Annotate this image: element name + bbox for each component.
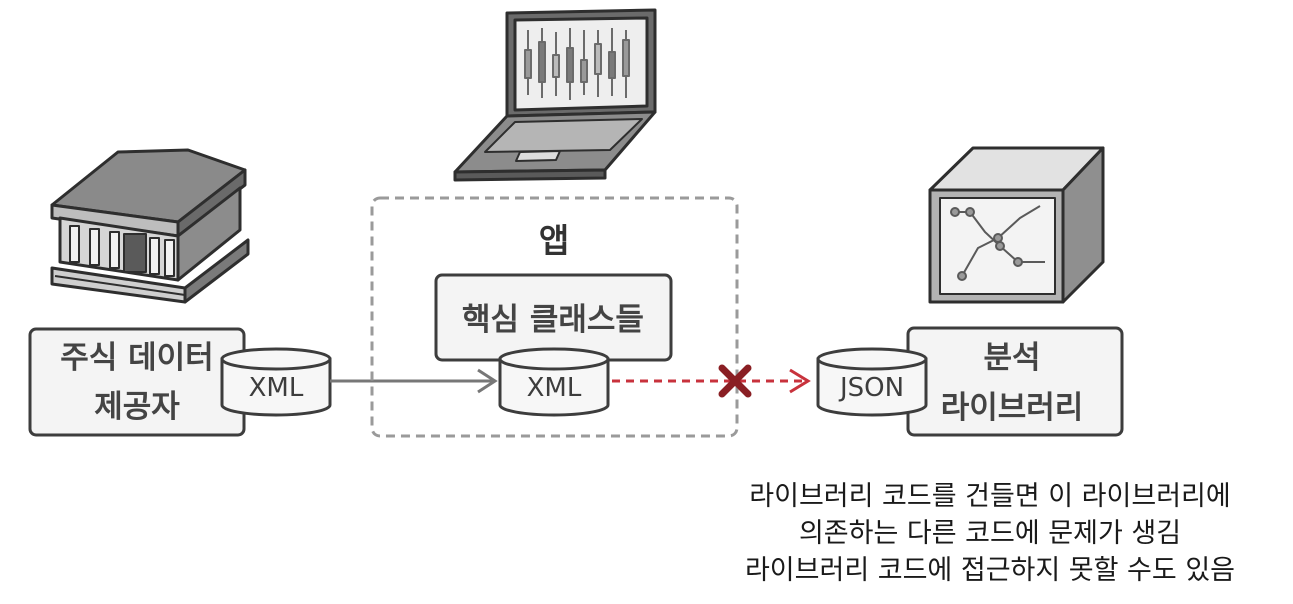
provider-box: 주식 데이터 제공자 (28, 327, 246, 437)
app-format-label: XML (527, 373, 582, 403)
provider-label-line1: 주식 데이터 (60, 340, 213, 376)
bank-building-icon (50, 148, 250, 304)
note-line-2: 의존하는 다른 코드에 문제가 생김 (798, 518, 1182, 549)
laptop-icon (453, 8, 657, 182)
library-label-line1: 분석 (983, 340, 1040, 376)
provider-format-label: XML (249, 373, 304, 403)
library-label-line2: 라이브러리 (941, 390, 1084, 426)
provider-xml-cylinder: XML (220, 347, 332, 417)
app-xml-cylinder: XML (498, 347, 610, 417)
core-classes-box: 핵심 클래스들 (434, 273, 673, 362)
library-format-label: JSON (838, 373, 904, 403)
note-line-1: 라이브러리 코드를 건들면 이 라이브러리에 (749, 481, 1231, 512)
broken-link-x-icon (718, 364, 752, 398)
app-title: 앱 (539, 221, 569, 260)
broken-link-arrow (612, 368, 811, 394)
library-json-cylinder: JSON (816, 347, 928, 417)
core-classes-label: 핵심 클래스들 (462, 302, 644, 338)
caption-note: 라이브러리 코드를 건들면 이 라이브러리에 의존하는 다른 코드에 문제가 생… (690, 478, 1290, 589)
app-boundary: 앱 (370, 196, 739, 438)
note-line-3: 라이브러리 코드에 접근하지 못할 수도 있음 (744, 555, 1236, 586)
provider-label-line2: 제공자 (94, 389, 180, 425)
library-box: 분석 라이브러리 (906, 326, 1124, 437)
data-flow-arrow (330, 368, 498, 394)
chart-box-icon (928, 146, 1105, 304)
